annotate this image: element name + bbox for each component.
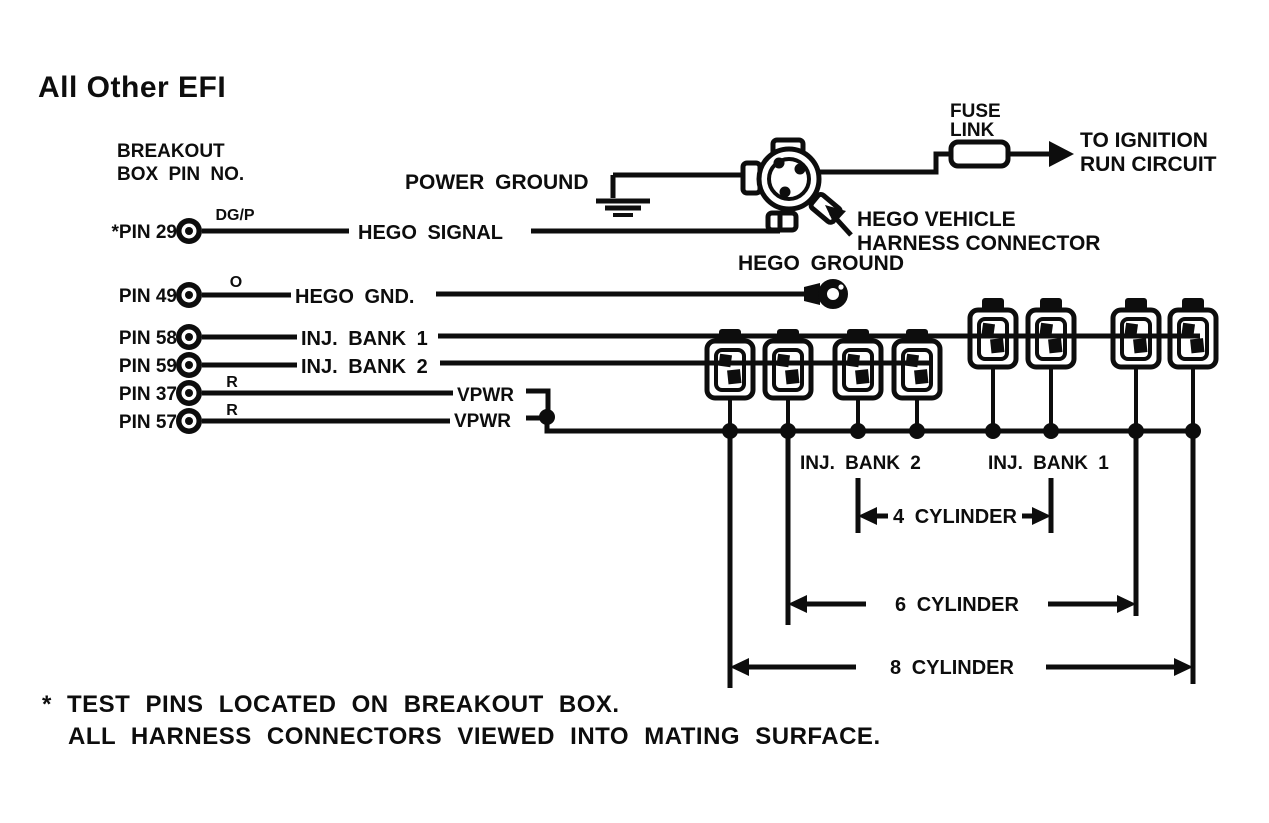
junction-dot (1043, 423, 1059, 439)
wire-color-label: O (230, 274, 242, 291)
breakout-pin-icon (176, 352, 202, 378)
wire-color-label: DG/P (215, 207, 254, 224)
pin-label: PIN 59 (119, 356, 177, 377)
injector-connectors (707, 298, 1216, 398)
pin-label: PIN 49 (119, 286, 177, 307)
injector-connector-icon (970, 298, 1016, 367)
arrowhead-icon (788, 595, 807, 613)
breakout-pin-icon (176, 408, 202, 434)
injector-connector-icon (1113, 298, 1159, 367)
signal-label-hego-gnd: HEGO GND. (295, 286, 414, 308)
ring-terminal-icon (804, 279, 848, 309)
injector-connector-icon (1028, 298, 1074, 367)
fuse-label-line2: LINK (950, 120, 995, 141)
signal-label-hego-signal: HEGO SIGNAL (358, 222, 503, 244)
cyl8-label: 8 CYLINDER (890, 657, 1014, 679)
top-labels: POWER GROUND FUSE LINK TO IGNITION RUN C… (405, 101, 1217, 275)
ignition-arrowhead-icon (1049, 141, 1074, 167)
junction-dot (850, 423, 866, 439)
breakout-pin-icon (176, 218, 202, 244)
cylinder-brackets: 4 CYLINDER 6 CYLINDER 8 CYLINDER (727, 431, 1196, 688)
vpwr-bus-wire (544, 417, 1193, 434)
junction-dot (539, 409, 555, 425)
power-ground-label: POWER GROUND (405, 171, 589, 194)
signal-labels: HEGO SIGNAL HEGO GND. INJ. BANK 1 INJ. B… (295, 222, 514, 432)
arrowhead-icon (1117, 595, 1136, 613)
footnote-line2: ALL HARNESS CONNECTORS VIEWED INTO MATIN… (68, 723, 881, 750)
bank2-group-label: INJ. BANK 2 (800, 453, 921, 474)
breakout-pin-icon (176, 324, 202, 350)
ignition-label-line2: RUN CIRCUIT (1080, 153, 1217, 176)
breakout-heading-line1: BREAKOUT (117, 141, 225, 162)
fuse-label-line1: FUSE (950, 101, 1001, 122)
arrowhead-icon (858, 507, 877, 525)
pin-label: PIN 57 (119, 412, 177, 433)
fuse-link-icon (948, 139, 1011, 169)
breakout-pins (176, 218, 202, 434)
cyl6-label: 6 CYLINDER (895, 594, 1019, 616)
signal-label-vpwr-37: VPWR (457, 385, 514, 406)
hego-ground-label: HEGO GROUND (738, 252, 904, 275)
pin-labels: *PIN 29 PIN 49 PIN 58 PIN 59 PIN 37 PIN … (112, 222, 177, 433)
footnotes: * TEST PINS LOCATED ON BREAKOUT BOX. ALL… (42, 691, 881, 750)
signal-label-inj-bank1: INJ. BANK 1 (301, 328, 428, 350)
wire-color-labels: DG/P O R R (215, 207, 254, 419)
harness-label-line2: HARNESS CONNECTOR (857, 232, 1100, 255)
bank1-group-label: INJ. BANK 1 (988, 453, 1109, 474)
pin-label: PIN 58 (119, 328, 177, 349)
hego-harness-connector-icon (740, 137, 843, 233)
cyl4-label: 4 CYLINDER (893, 506, 1017, 528)
footnote-line1: * TEST PINS LOCATED ON BREAKOUT BOX. (42, 691, 620, 718)
arrowhead-icon (1174, 658, 1193, 676)
junction-dots (539, 409, 1201, 439)
wire-color-label: R (226, 374, 238, 391)
junction-dot (909, 423, 925, 439)
harness-pointer-arrow-icon (825, 205, 853, 237)
bracket-4cyl: 4 CYLINDER (858, 506, 1051, 528)
bracket-6cyl: 6 CYLINDER (788, 594, 1136, 616)
junction-dot (985, 423, 1001, 439)
breakout-pin-icon (176, 282, 202, 308)
breakout-box-heading: BREAKOUT BOX PIN NO. (117, 141, 244, 185)
bracket-8cyl: 8 CYLINDER (730, 657, 1193, 679)
injector-connector-icon (1170, 298, 1216, 367)
harness-label-line1: HEGO VEHICLE (857, 208, 1016, 231)
breakout-heading-line2: BOX PIN NO. (117, 164, 244, 185)
page-title: All Other EFI (38, 71, 226, 104)
ignition-label-line1: TO IGNITION (1080, 129, 1208, 152)
arrowhead-icon (1032, 507, 1051, 525)
breakout-pin-icon (176, 380, 202, 406)
signal-label-vpwr-57: VPWR (454, 411, 511, 432)
arrowhead-icon (730, 658, 749, 676)
ground-symbol-icon (596, 172, 753, 217)
pin-label: PIN 37 (119, 384, 177, 405)
signal-label-inj-bank2: INJ. BANK 2 (301, 356, 428, 378)
pin-label: *PIN 29 (112, 222, 177, 243)
wire-color-label: R (226, 402, 238, 419)
